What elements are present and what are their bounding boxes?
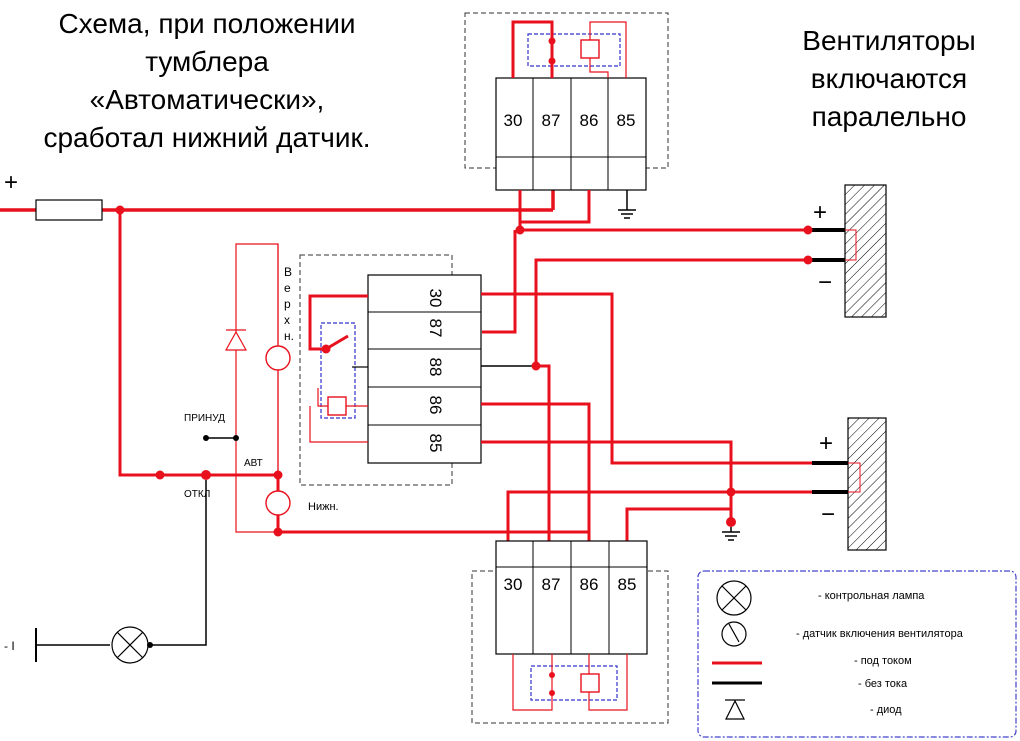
relay-bottom-pin: 85 — [618, 575, 637, 594]
relay-bottom: 30 87 86 85 — [471, 540, 669, 724]
legend-item: - диод — [870, 704, 902, 716]
fan-top: + − — [803, 184, 887, 318]
lower-sensor-label: Нижн. — [308, 501, 339, 513]
relay-top-coil — [580, 39, 600, 59]
relay-middle-pin: 88 — [426, 358, 445, 377]
lower-sensor-icon — [265, 490, 291, 516]
upper-sensor-letter: н. — [284, 329, 294, 343]
main-supply-wire — [0, 190, 555, 212]
diode-icon — [725, 699, 745, 720]
relay-bottom-pin: 86 — [580, 575, 599, 594]
note-line-3: паралельно — [812, 101, 967, 132]
switch-off-label: ОТКЛ — [184, 489, 210, 500]
sensor-icon — [721, 621, 747, 647]
relay-top-pin: 85 — [617, 111, 636, 130]
relay-bottom-pin: 30 — [504, 575, 523, 594]
ground-icon — [722, 527, 740, 541]
title-line-4: сработал нижний датчик. — [43, 122, 370, 153]
fan-top-plus: + — [813, 199, 827, 226]
upper-sensor-letter: В — [284, 265, 292, 279]
upper-sensor-letter: х — [284, 313, 290, 327]
parallel-note: Вентиляторы включаются паралельно — [802, 25, 975, 132]
relay-top-pin: 87 — [542, 111, 561, 130]
relay-middle-pin: 87 — [426, 319, 445, 338]
legend-item: - датчик включения вентилятора — [796, 628, 964, 640]
note-line-1: Вентиляторы — [802, 25, 975, 56]
upper-sensor-label: В е р х н. — [284, 265, 294, 343]
control-lamp-icon — [36, 626, 153, 664]
relay-middle-pin: 30 — [426, 289, 445, 308]
switch-auto-label: АВТ — [244, 458, 263, 469]
relay-top-pin: 30 — [504, 111, 523, 130]
legend-item: - контрольная лампа — [818, 590, 925, 602]
fan-bottom-plus: + — [819, 430, 833, 457]
relay-top-pin: 86 — [580, 111, 599, 130]
title-line-2: тумблера — [145, 46, 269, 77]
note-line-2: включаются — [811, 63, 967, 94]
relay-bottom-coil — [580, 673, 600, 693]
top-relay-wires — [482, 190, 812, 366]
legend-item: - без тока — [858, 678, 908, 690]
relay-middle-pin: 86 — [426, 396, 445, 415]
switch-force-label: ПРИНУД — [184, 413, 225, 424]
relay-middle-coil — [327, 396, 347, 416]
relay-middle-pin: 85 — [426, 434, 445, 453]
diode-icon — [224, 329, 248, 351]
supply-minus-label: - I — [4, 639, 15, 653]
diagram-title: Схема, при положении тумблера «Автоматич… — [43, 8, 370, 153]
title-line-3: «Автоматически», — [90, 84, 325, 115]
fan-top-minus: − — [818, 269, 832, 296]
fuse — [35, 199, 103, 221]
fan-bottom: + − — [812, 417, 887, 551]
upper-sensor-icon — [265, 345, 291, 371]
upper-sensor-letter: е — [284, 281, 291, 295]
sensor-thin-wires — [235, 243, 279, 533]
legend: - контрольная лампа - датчик включения в… — [697, 570, 1017, 738]
title-line-1: Схема, при положении — [58, 8, 355, 39]
legend-item: - под током — [854, 655, 912, 667]
relay-top: 30 87 86 85 — [464, 12, 669, 191]
fan-bottom-minus: − — [821, 501, 835, 528]
mid-relay-wires — [481, 292, 812, 541]
lamp-icon — [716, 580, 752, 616]
upper-sensor-letter: р — [284, 297, 291, 311]
supply-plus-label: + — [4, 169, 18, 196]
relay-middle: 30 87 88 86 85 — [299, 254, 482, 486]
relay-middle-body — [367, 274, 482, 464]
ground-icon — [618, 209, 636, 219]
relay-bottom-pin: 87 — [542, 575, 561, 594]
